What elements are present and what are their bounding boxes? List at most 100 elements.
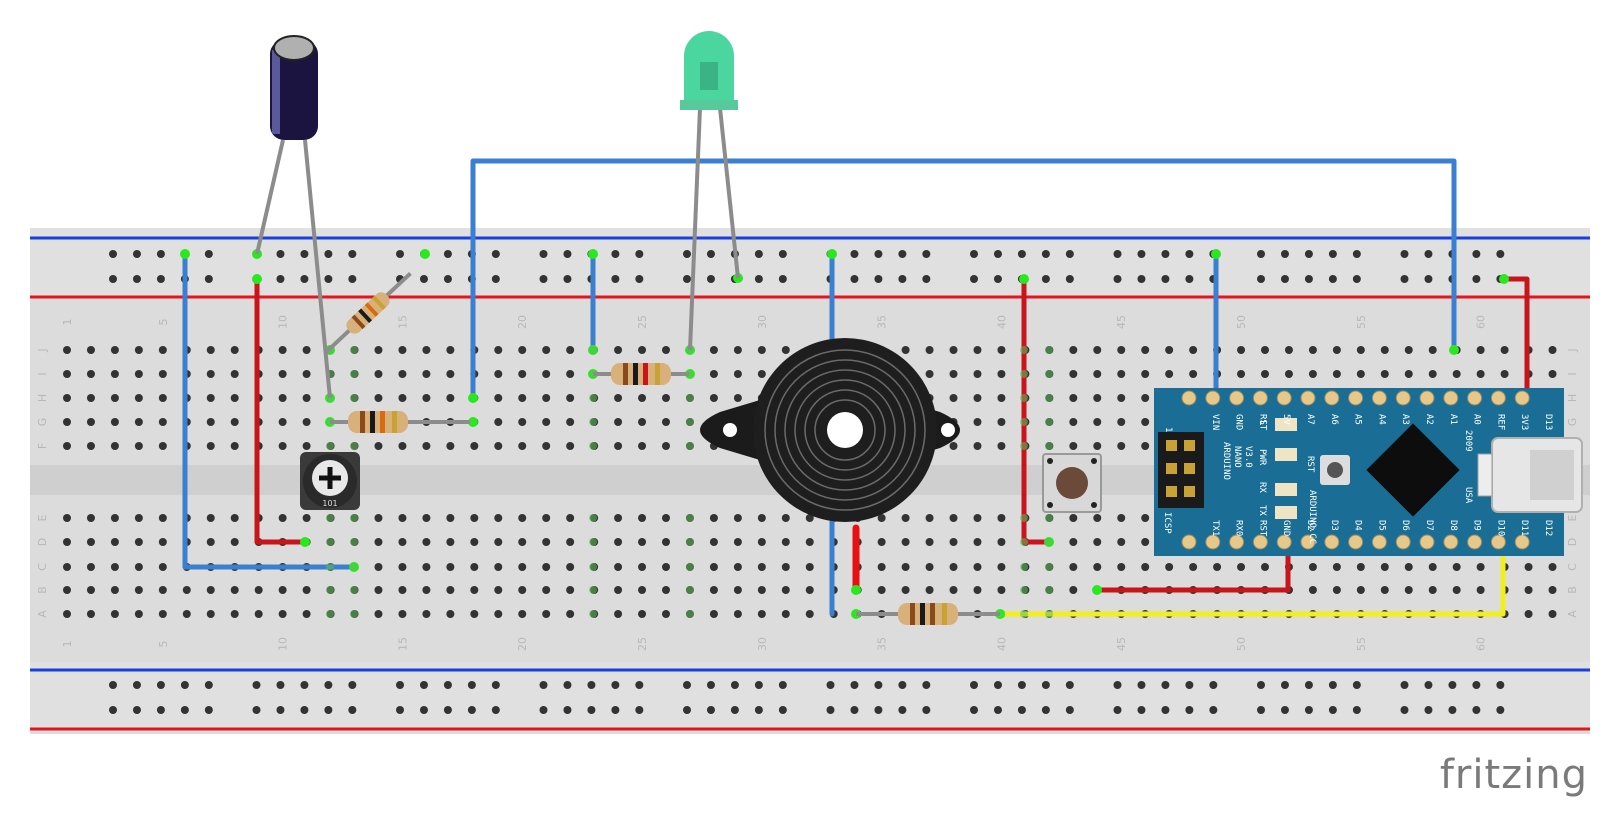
rail-hole[interactable] xyxy=(1065,706,1074,714)
rail-hole[interactable] xyxy=(324,706,333,714)
breadboard-hole[interactable] xyxy=(542,442,551,450)
breadboard-hole[interactable] xyxy=(805,563,814,571)
breadboard-hole[interactable] xyxy=(662,514,670,522)
rail-hole[interactable] xyxy=(1185,275,1194,283)
breadboard-hole[interactable] xyxy=(733,370,742,378)
breadboard-hole[interactable] xyxy=(973,418,982,426)
rail-hole[interactable] xyxy=(898,250,907,258)
resistor-row-a[interactable] xyxy=(856,603,1000,625)
breadboard-hole[interactable] xyxy=(110,346,119,354)
nano-header-pin[interactable] xyxy=(1205,390,1221,406)
rail-hole[interactable] xyxy=(898,275,907,283)
breadboard-hole[interactable] xyxy=(110,418,119,426)
breadboard-hole[interactable] xyxy=(1548,586,1557,594)
breadboard-hole[interactable] xyxy=(134,394,143,402)
breadboard-hole[interactable] xyxy=(86,370,95,378)
breadboard-hole[interactable] xyxy=(446,610,455,618)
rail-hole[interactable] xyxy=(683,706,691,714)
breadboard-hole[interactable] xyxy=(566,442,575,450)
breadboard-hole[interactable] xyxy=(709,586,718,594)
breadboard-hole[interactable] xyxy=(781,346,790,354)
breadboard-hole[interactable] xyxy=(542,538,551,546)
breadboard-hole[interactable] xyxy=(1356,586,1365,594)
rail-hole[interactable] xyxy=(1448,706,1457,714)
breadboard-hole[interactable] xyxy=(374,442,383,450)
rail-hole[interactable] xyxy=(754,706,763,714)
breadboard-hole[interactable] xyxy=(302,370,311,378)
rail-hole[interactable] xyxy=(970,275,978,283)
rail-hole[interactable] xyxy=(1161,275,1170,283)
breadboard-hole[interactable] xyxy=(1476,370,1485,378)
rail-hole[interactable] xyxy=(132,706,141,714)
breadboard-hole[interactable] xyxy=(733,538,742,546)
rail-hole[interactable] xyxy=(874,275,883,283)
nano-header-pin[interactable] xyxy=(1348,390,1364,406)
breadboard-hole[interactable] xyxy=(1524,563,1533,571)
breadboard-hole[interactable] xyxy=(206,418,215,426)
rail-hole[interactable] xyxy=(754,275,763,283)
breadboard-hole[interactable] xyxy=(638,538,647,546)
rail-hole[interactable] xyxy=(706,681,715,689)
rail-hole[interactable] xyxy=(993,275,1002,283)
breadboard-hole[interactable] xyxy=(63,418,71,426)
rail-hole[interactable] xyxy=(1328,250,1337,258)
breadboard-hole[interactable] xyxy=(518,610,527,618)
rail-hole[interactable] xyxy=(276,250,285,258)
breadboard-hole[interactable] xyxy=(158,586,167,594)
breadboard-hole[interactable] xyxy=(1093,442,1102,450)
breadboard-hole[interactable] xyxy=(662,418,670,426)
breadboard-hole[interactable] xyxy=(1093,346,1102,354)
breadboard-hole[interactable] xyxy=(662,563,670,571)
breadboard-hole[interactable] xyxy=(949,586,958,594)
nano-header-pin[interactable] xyxy=(1371,534,1387,550)
rail-hole[interactable] xyxy=(1113,250,1122,258)
breadboard-hole[interactable] xyxy=(1069,538,1078,546)
breadboard-hole[interactable] xyxy=(925,586,934,594)
rail-hole[interactable] xyxy=(1017,250,1026,258)
rail-hole[interactable] xyxy=(1257,681,1265,689)
nano-header-pin[interactable] xyxy=(1514,534,1530,550)
rail-hole[interactable] xyxy=(276,681,285,689)
breadboard-hole[interactable] xyxy=(805,610,814,618)
rail-hole[interactable] xyxy=(1041,275,1050,283)
resistor-row-g[interactable] xyxy=(330,411,470,433)
breadboard-hole[interactable] xyxy=(1165,370,1174,378)
breadboard-hole[interactable] xyxy=(805,538,814,546)
breadboard-hole[interactable] xyxy=(614,610,623,618)
rail-hole[interactable] xyxy=(563,706,572,714)
breadboard-hole[interactable] xyxy=(614,586,623,594)
rail-hole[interactable] xyxy=(419,681,428,689)
breadboard-hole[interactable] xyxy=(997,394,1006,402)
rail-hole[interactable] xyxy=(898,681,907,689)
rail-hole[interactable] xyxy=(300,681,309,689)
rail-hole[interactable] xyxy=(348,706,357,714)
breadboard-hole[interactable] xyxy=(230,394,239,402)
breadboard-hole[interactable] xyxy=(254,586,263,594)
rail-hole[interactable] xyxy=(396,681,404,689)
breadboard-hole[interactable] xyxy=(63,610,71,618)
breadboard-hole[interactable] xyxy=(110,394,119,402)
breadboard-hole[interactable] xyxy=(86,394,95,402)
breadboard-hole[interactable] xyxy=(781,563,790,571)
rail-hole[interactable] xyxy=(300,275,309,283)
breadboard-hole[interactable] xyxy=(422,610,431,618)
breadboard-hole[interactable] xyxy=(1141,346,1150,354)
rail-hole[interactable] xyxy=(443,706,452,714)
rail-hole[interactable] xyxy=(1185,706,1194,714)
breadboard-hole[interactable] xyxy=(1093,563,1102,571)
breadboard-hole[interactable] xyxy=(877,514,886,522)
rail-hole[interactable] xyxy=(1280,250,1289,258)
breadboard-hole[interactable] xyxy=(398,563,407,571)
breadboard-hole[interactable] xyxy=(638,394,647,402)
rail-hole[interactable] xyxy=(1113,275,1122,283)
rail-hole[interactable] xyxy=(970,250,978,258)
breadboard-hole[interactable] xyxy=(134,370,143,378)
rail-hole[interactable] xyxy=(587,706,596,714)
breadboard-hole[interactable] xyxy=(374,538,383,546)
breadboard-hole[interactable] xyxy=(398,586,407,594)
trim-potentiometer[interactable]: 101 xyxy=(300,452,360,510)
rail-hole[interactable] xyxy=(1400,275,1409,283)
nano-header-pin[interactable] xyxy=(1181,534,1197,550)
breadboard-hole[interactable] xyxy=(302,394,311,402)
